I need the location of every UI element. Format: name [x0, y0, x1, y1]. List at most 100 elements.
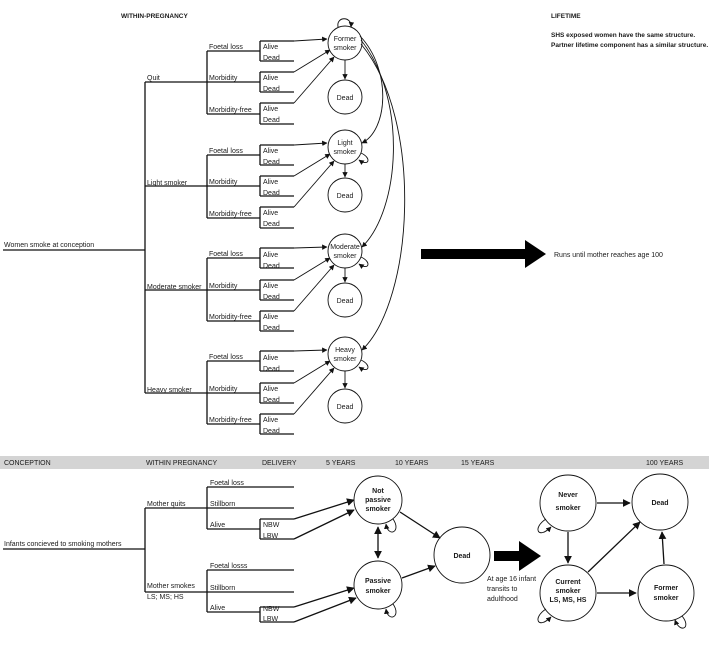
timeline-bar [0, 456, 709, 469]
state-label: Passive [365, 578, 391, 585]
branch-mother-quits: Mother quits [147, 501, 186, 508]
root-label-infants: Infants concieved to smoking mothers [4, 541, 122, 548]
state-passive-smoker [353, 560, 403, 610]
runs-until-label: Runs until mother reaches age 100 [554, 252, 663, 259]
state-current-smoker [539, 564, 597, 622]
lbw-label: LBW [263, 616, 279, 623]
alive-label: Alive [263, 386, 278, 393]
state-label: Never [558, 492, 578, 499]
branch-moderate-smoker: Moderate smoker [147, 284, 202, 291]
state-label: Current [555, 579, 581, 586]
state-label: smoker [334, 356, 358, 363]
transit-label-3: adulthood [487, 596, 518, 603]
within-pregnancy-header: WITHIN-PREGNANCY [121, 13, 188, 20]
dead-label: Dead [263, 397, 280, 404]
state-moderate-smoker [327, 233, 363, 269]
outcome-morbidity: Morbidity [209, 75, 238, 82]
dead-label: Dead [263, 221, 280, 228]
state-label: smoker [654, 595, 679, 602]
state-label: smoker [334, 253, 358, 260]
branch-quit: Quit [147, 75, 160, 82]
state-label: smoker [334, 149, 358, 156]
outcome-foetal-loss: Foetal loss [209, 148, 243, 155]
dead-label: Dead [263, 55, 280, 62]
alive-label: Alive [263, 44, 278, 51]
state-never-smoker [539, 474, 597, 532]
state-infant-dead [433, 526, 491, 584]
alive-label: Alive [263, 106, 278, 113]
timeline-100-years: 100 YEARS [646, 460, 684, 467]
outcome-foetal-loss: Foetal loss [209, 44, 243, 51]
state-label: LS, MS, HS [550, 597, 587, 604]
dead-label: Dead [263, 366, 280, 373]
shs-note-line1: SHS exposed women have the same structur… [551, 32, 695, 39]
outcome-morbidity-free: Morbidity-free [209, 314, 252, 321]
alive-label: Alive [263, 210, 278, 217]
dead-state-label: Dead [337, 193, 354, 200]
alive-label: Alive [263, 355, 278, 362]
state-label: smoker [366, 588, 391, 595]
alive-label: Alive [263, 252, 278, 259]
dead-label: Dead [263, 159, 280, 166]
transit-label-1: At age 16 infant [487, 576, 536, 583]
timeline-conception: CONCEPTION [4, 460, 51, 467]
dead-label: Dead [263, 117, 280, 124]
state-label: smoker [334, 45, 358, 52]
dead-state-label: Dead [337, 298, 354, 305]
timeline-delivery: DELIVERY [262, 460, 297, 467]
dead-label: Dead [263, 263, 280, 270]
state-label: Heavy [335, 347, 355, 354]
dead-label: Dead [263, 190, 280, 197]
state-former-smoker-adult [637, 564, 695, 622]
root-label-women: Women smoke at conception [4, 242, 94, 249]
timeline-5-years: 5 YEARS [326, 460, 356, 467]
outcome-foetal-loss: Foetal loss [209, 354, 243, 361]
state-dead [327, 388, 363, 424]
timeline-10-years: 10 YEARS [395, 460, 429, 467]
state-label: Moderate [330, 244, 360, 251]
alive-label: Alive [263, 179, 278, 186]
state-not-passive-smoker [353, 475, 403, 525]
state-label: passive [365, 497, 391, 504]
dead-state-label: Dead [651, 500, 668, 507]
outcome-foetal-loss: Foetal loss [210, 480, 244, 487]
branch-mother-smokes: Mother smokes [147, 583, 195, 590]
state-label: Light [337, 140, 352, 147]
state-adult-dead [631, 473, 689, 531]
state-label: smoker [556, 505, 581, 512]
nbw-label: NBW [263, 606, 280, 613]
dead-label: Dead [263, 86, 280, 93]
state-heavy-smoker [327, 336, 363, 372]
outcome-morbidity: Morbidity [209, 386, 238, 393]
dead-label: Dead [263, 428, 280, 435]
state-light-smoker [327, 129, 363, 165]
outcome-stillborn: Stillborn [210, 585, 235, 592]
dead-label: Dead [263, 325, 280, 332]
dead-state-label: Dead [337, 95, 354, 102]
state-dead [327, 177, 363, 213]
dead-state-label: Dead [337, 404, 354, 411]
alive-label: Alive [263, 148, 278, 155]
branch-light-smoker: Light smoker [147, 180, 188, 187]
dead-state-label: Dead [453, 553, 470, 560]
runs-until-arrow [421, 240, 546, 268]
outcome-morbidity-free: Morbidity-free [209, 417, 252, 424]
alive-label: Alive [263, 75, 278, 82]
adulthood-arrow [494, 541, 541, 571]
state-label: Former [334, 36, 357, 43]
shs-note-line2: Partner lifetime component has a similar… [551, 42, 708, 49]
outcome-alive: Alive [210, 605, 225, 612]
state-dead [327, 79, 363, 115]
state-label: Former [654, 585, 678, 592]
state-label: smoker [556, 588, 581, 595]
lbw-label: LBW [263, 533, 279, 540]
outcome-foetal-losss: Foetal losss [210, 563, 248, 570]
state-label: Not [372, 488, 384, 495]
outcome-morbidity: Morbidity [209, 179, 238, 186]
outcome-morbidity-free: Morbidity-free [209, 211, 252, 218]
transit-label-2: transits to [487, 586, 517, 593]
state-label: smoker [366, 506, 391, 513]
outcome-alive: Alive [210, 522, 225, 529]
nbw-label: NBW [263, 522, 280, 529]
